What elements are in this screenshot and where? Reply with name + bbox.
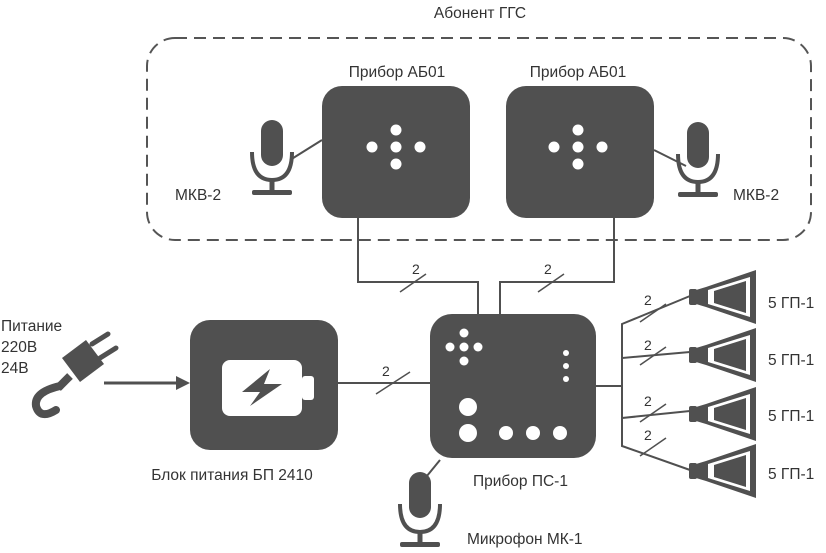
wire-count-speaker-4: 2 (644, 427, 652, 443)
wires (104, 139, 691, 483)
wire-count-speaker-3: 2 (644, 393, 652, 409)
speaker-1-label: 5 ГП-1 (768, 295, 814, 312)
wire-count-power: 2 (382, 363, 390, 379)
device-ps1-label: Прибор ПС-1 (473, 473, 568, 490)
power-unit (190, 320, 338, 450)
lightning-icon (242, 369, 282, 406)
wire-count-speaker-2: 2 (644, 337, 652, 353)
microphone-mkv-left-label: МКВ-2 (175, 187, 221, 204)
speaker-2-label: 5 ГП-1 (768, 352, 814, 369)
power-unit-label: Блок питания БП 2410 (151, 467, 313, 484)
speaker-4-icon (689, 444, 756, 498)
device-ab01-right-label: Прибор АБ01 (530, 64, 627, 81)
device-ps1 (430, 314, 596, 458)
microphone-mk1-icon (398, 470, 442, 549)
device-ab01-left-label: Прибор АБ01 (349, 64, 446, 81)
wire-count-marks (375, 273, 667, 457)
wire-count-ab01-left: 2 (412, 261, 420, 277)
speaker-1-icon (689, 270, 756, 324)
device-ab01-left (322, 86, 470, 218)
speaker-4-label: 5 ГП-1 (768, 466, 814, 483)
microphone-mkv-left-icon (250, 118, 294, 197)
speaker-3-label: 5 ГП-1 (768, 408, 814, 425)
power-input-line-2: 220В (1, 339, 37, 356)
microphone-mkv-right-label: МКВ-2 (733, 187, 779, 204)
subscriber-group-frame (146, 37, 812, 241)
device-ab01-right (506, 86, 654, 218)
microphone-mkv-right-icon (676, 120, 720, 199)
power-plug-icon (31, 331, 119, 419)
speaker-3-icon (689, 387, 756, 441)
subscriber-group-label: Абонент ГГС (434, 5, 526, 22)
speaker-2-icon (689, 328, 756, 382)
wire-count-ab01-right: 2 (544, 261, 552, 277)
wire-count-speaker-1: 2 (644, 292, 652, 308)
power-input-line-3: 24В (1, 360, 29, 377)
power-input-line-1: Питание (1, 318, 62, 335)
microphone-mk1-label: Микрофон МК-1 (467, 531, 583, 548)
